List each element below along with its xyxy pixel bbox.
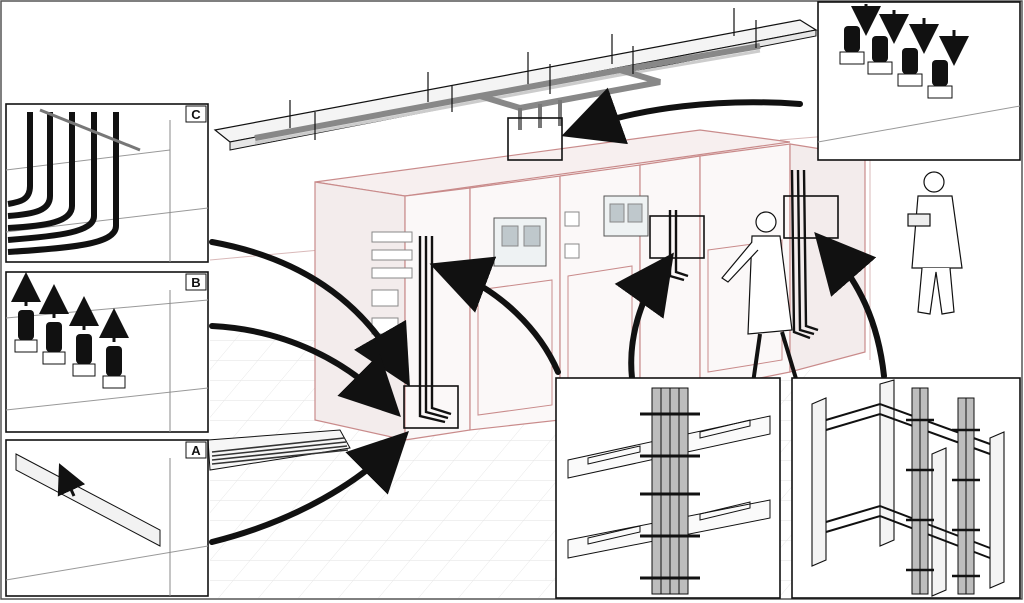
inset-panel-c: C (5, 103, 209, 263)
curved-arrow-icon (209, 431, 409, 545)
engineer-with-clipboard-figure (907, 171, 963, 315)
inset-panel-b: B (5, 271, 209, 433)
curved-arrow-icon (614, 252, 674, 381)
panel-letter-a: A (191, 443, 201, 458)
inset-panel-a: A (5, 439, 209, 597)
ceiling-cable-tray (213, 8, 818, 151)
panel-letter-c: C (191, 107, 201, 122)
cable-gland-group-b (10, 272, 129, 389)
curved-arrow-icon (561, 87, 803, 145)
vertical-cable-runs (418, 169, 819, 424)
curved-arrow-icon (429, 256, 561, 375)
inset-bottom-right-cable-ladder (791, 377, 1021, 599)
inset-top-right-glands (817, 1, 1021, 161)
panel-letter-b: B (191, 275, 200, 290)
detail-callout-boxes (403, 117, 839, 429)
curved-arrow-icon (209, 239, 410, 387)
inset-bottom-cable-bundle (555, 377, 781, 599)
curved-arrow-icon (814, 231, 887, 379)
lift-arrow-icon (57, 463, 86, 497)
curved-arrow-icon (209, 323, 401, 417)
technician-figure (721, 211, 802, 393)
pointer-arrows (209, 87, 887, 545)
